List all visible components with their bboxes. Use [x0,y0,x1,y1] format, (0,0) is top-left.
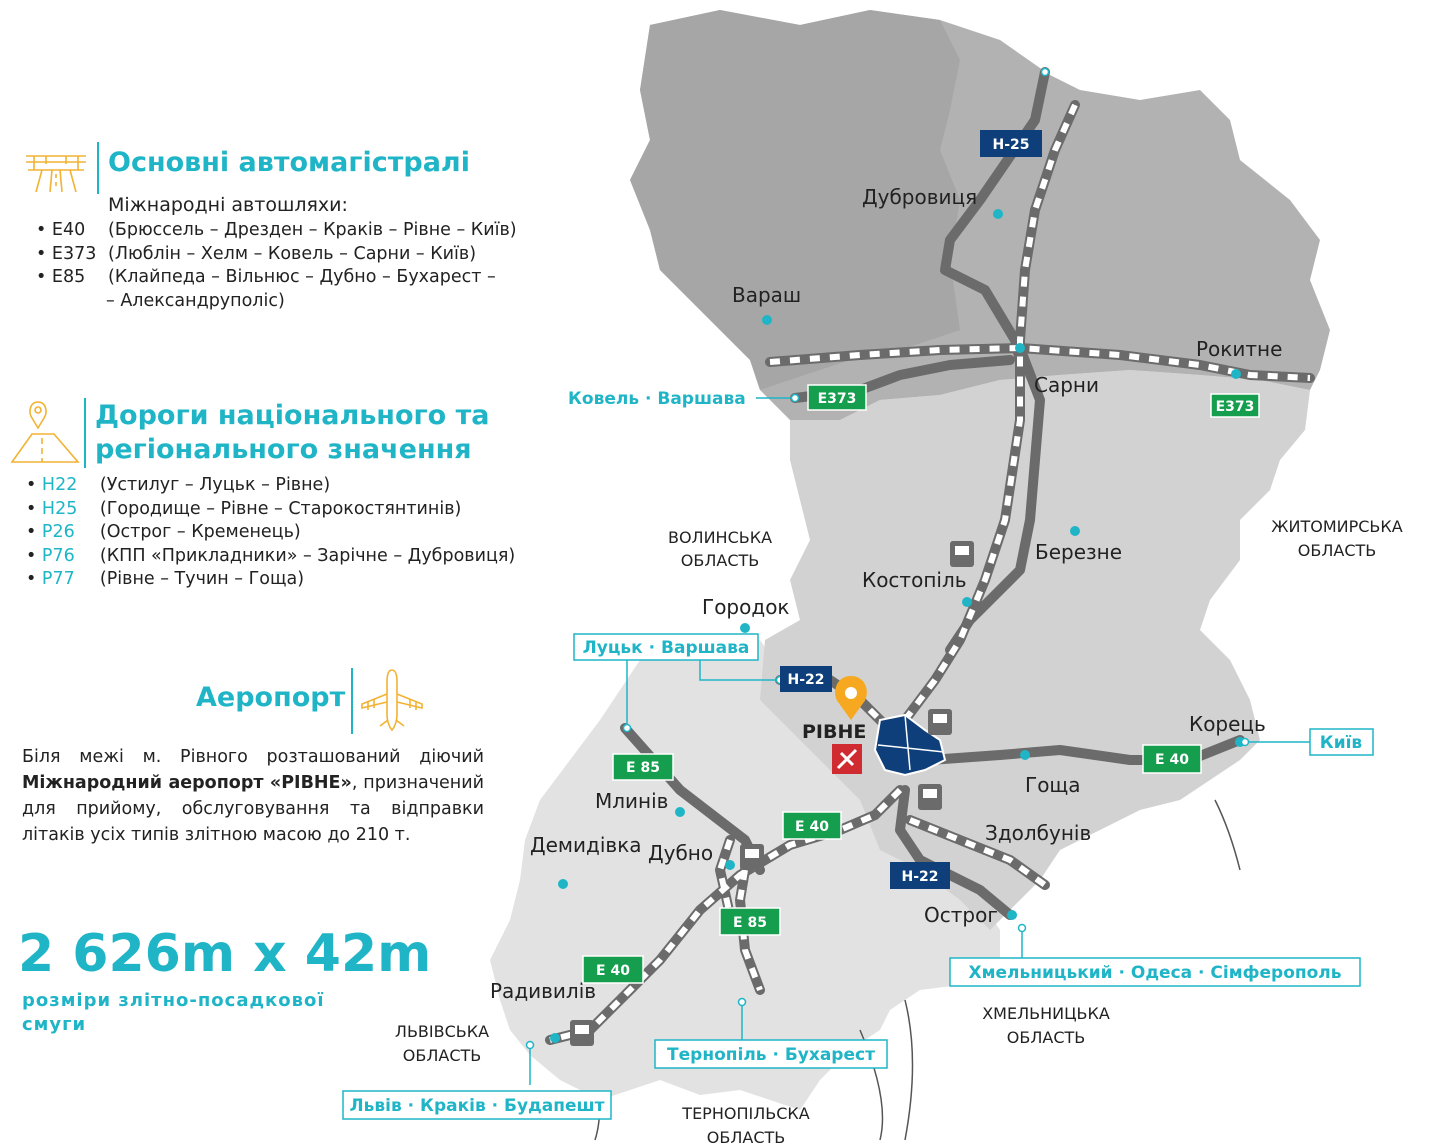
dest-lutsk: Луцьк · Варшава [573,633,759,661]
airport-marker-icon [832,744,862,774]
svg-text:E373: E373 [1216,399,1255,415]
badge-e85-north: E 85 [612,753,674,781]
city-horodok: Городок [702,595,790,619]
region-lviv-1: ЛЬВІВСЬКА [395,1022,489,1041]
region-volyn-1: ВОЛИНСЬКА [668,528,772,547]
dest-ternopil: Тернопіль · Бухарест [654,1039,888,1069]
svg-text:Н-22: Н-22 [787,672,824,688]
runway-caption-2: смуги [22,1014,87,1035]
external-line-khmel [904,999,914,1141]
city-dubno: Дубно [648,841,713,865]
list-item: • Р26(Острог – Кременець) [26,522,301,542]
highway-icon [24,150,88,194]
list-item: • Р77(Рівне – Тучин – Гоща) [26,569,305,589]
city-sarny: Сарни [1034,373,1099,397]
region-zhytomyr-2: ОБЛАСТЬ [1298,541,1376,560]
region-khmel-2: ОБЛАСТЬ [1007,1028,1085,1047]
svg-text:E 85: E 85 [626,760,660,776]
location-pin-icon [835,676,867,720]
list-item: – Александруполіс) [106,290,285,311]
national-title-line1: Дороги національного та [95,400,490,431]
region-lviv-2: ОБЛАСТЬ [403,1046,481,1065]
list-item: • Е40(Брюссель – Дрезден – Краків – Рівн… [36,220,517,240]
road-pin-icon [8,400,84,466]
airport-description: Біля межі м. Рівного розташований діючий… [22,747,484,845]
svg-text:Львів · Краків · Будапешт: Львів · Краків · Будапешт [350,1096,605,1116]
city-dubrovytsia: Дубровиця [862,185,977,209]
airport-title: Аеропорт [196,682,346,713]
svg-text:E 40: E 40 [1155,752,1189,768]
airport-divider [351,668,353,734]
national-title-line2: регіонального значення [95,434,472,465]
rivne-city-shape [873,713,947,777]
district-varash [630,10,960,390]
city-rokytne: Рокитне [1196,337,1282,361]
national-divider [84,398,86,468]
badge-e373-east: E373 [1210,393,1260,418]
runway-caption-1: розміри злітно-посадкової [22,990,325,1011]
destination-labels: Ковель · Варшава Луцьк · Варшава Київ Хм… [342,389,1374,1120]
highways-divider [97,142,99,194]
svg-text:Луцьк · Варшава: Луцьк · Варшава [583,638,750,658]
city-varash: Вараш [732,283,801,307]
list-item: • Н22(Устилуг – Луцьк – Рівне) [26,475,331,495]
region-ternopil-2: ОБЛАСТЬ [707,1128,785,1146]
highways-list: • Е40(Брюссель – Дрезден – Краків – Рівн… [36,219,517,313]
svg-text:Н-25: Н-25 [992,137,1029,153]
city-hoshcha: Гоща [1025,773,1081,797]
badge-e40-south: E 40 [582,955,644,984]
svg-text:Тернопіль · Бухарест: Тернопіль · Бухарест [667,1045,875,1065]
region-zhytomyr-1: ЖИТОМИРСЬКА [1271,517,1403,536]
highways-title: Основні автомагістралі [108,147,470,178]
external-line-kyiv [1214,799,1241,871]
list-item: • Р76(КПП «Прикладники» – Зарічне – Дубр… [26,545,516,566]
runway-size: 2 626m x 42m [18,924,432,984]
city-ostroh: Острог [924,903,998,927]
train-station-icon [570,541,974,1046]
svg-text:Н-22: Н-22 [901,869,938,885]
badge-h25: Н-25 [980,130,1042,157]
badge-e373-west: E373 [807,384,867,411]
dest-khmel: Хмельницький · Одеса · Сімферополь [949,957,1361,987]
region-volyn-2: ОБЛАСТЬ [681,551,759,570]
city-demydivka: Демидівка [530,833,642,857]
list-item: • Е373(Люблін – Хелм – Ковель – Сарни – … [36,243,477,264]
city-korets: Корець [1189,712,1266,736]
city-rivne: РІВНЕ [802,721,866,743]
dest-kovel: Ковель · Варшава [568,389,746,409]
badge-e40-east: E 40 [1142,744,1202,774]
region-khmel-1: ХМЕЛЬНИЦЬКА [982,1004,1110,1023]
svg-text:Київ: Київ [1320,733,1363,753]
region-labels: ВОЛИНСЬКА ОБЛАСТЬ ЖИТОМИРСЬКА ОБЛАСТЬ ЛЬ… [395,517,1403,1146]
badge-h22-south: Н-22 [890,862,950,889]
svg-text:E373: E373 [818,391,857,407]
road-badges: Н-25 E373 E373 Н-22 E 85 E 40 E 40 Н-22 … [582,130,1260,984]
list-item: • Е85(Клайпеда – Вільнюс – Дубно – Бухар… [36,267,496,287]
dest-lviv: Львів · Краків · Будапешт [342,1090,612,1120]
city-labels: Дубровиця Вараш Рокитне Сарни Березне Ко… [490,185,1282,1003]
badge-h22-north: Н-22 [780,666,832,692]
dest-kyiv: Київ [1309,728,1374,756]
svg-text:E 40: E 40 [596,963,630,979]
badge-e40-center: E 40 [782,811,842,840]
highways-subtitle: Міжнародні автошляхи: [108,194,348,216]
city-mlyniv: Млинів [595,789,668,813]
badge-e85-south: E 85 [719,907,781,936]
city-zdolbuniv: Здолбунів [985,821,1091,845]
svg-text:Хмельницький · Одеса · Сімферо: Хмельницький · Одеса · Сімферополь [968,963,1341,983]
city-kostopil: Костопіль [862,568,967,592]
city-berezne: Березне [1035,540,1122,564]
airplane-icon [360,668,424,734]
list-item: • Н25(Городище – Рівне – Старокостянтині… [26,498,462,519]
city-radyvyliv: Радивилів [490,979,596,1003]
svg-text:E 85: E 85 [733,915,767,931]
region-ternopil-1: ТЕРНОПІЛЬСКА [681,1104,809,1123]
svg-text:E 40: E 40 [795,819,829,835]
national-list: • Н22(Устилуг – Луцьк – Рівне) • Н25(Гор… [26,474,515,592]
